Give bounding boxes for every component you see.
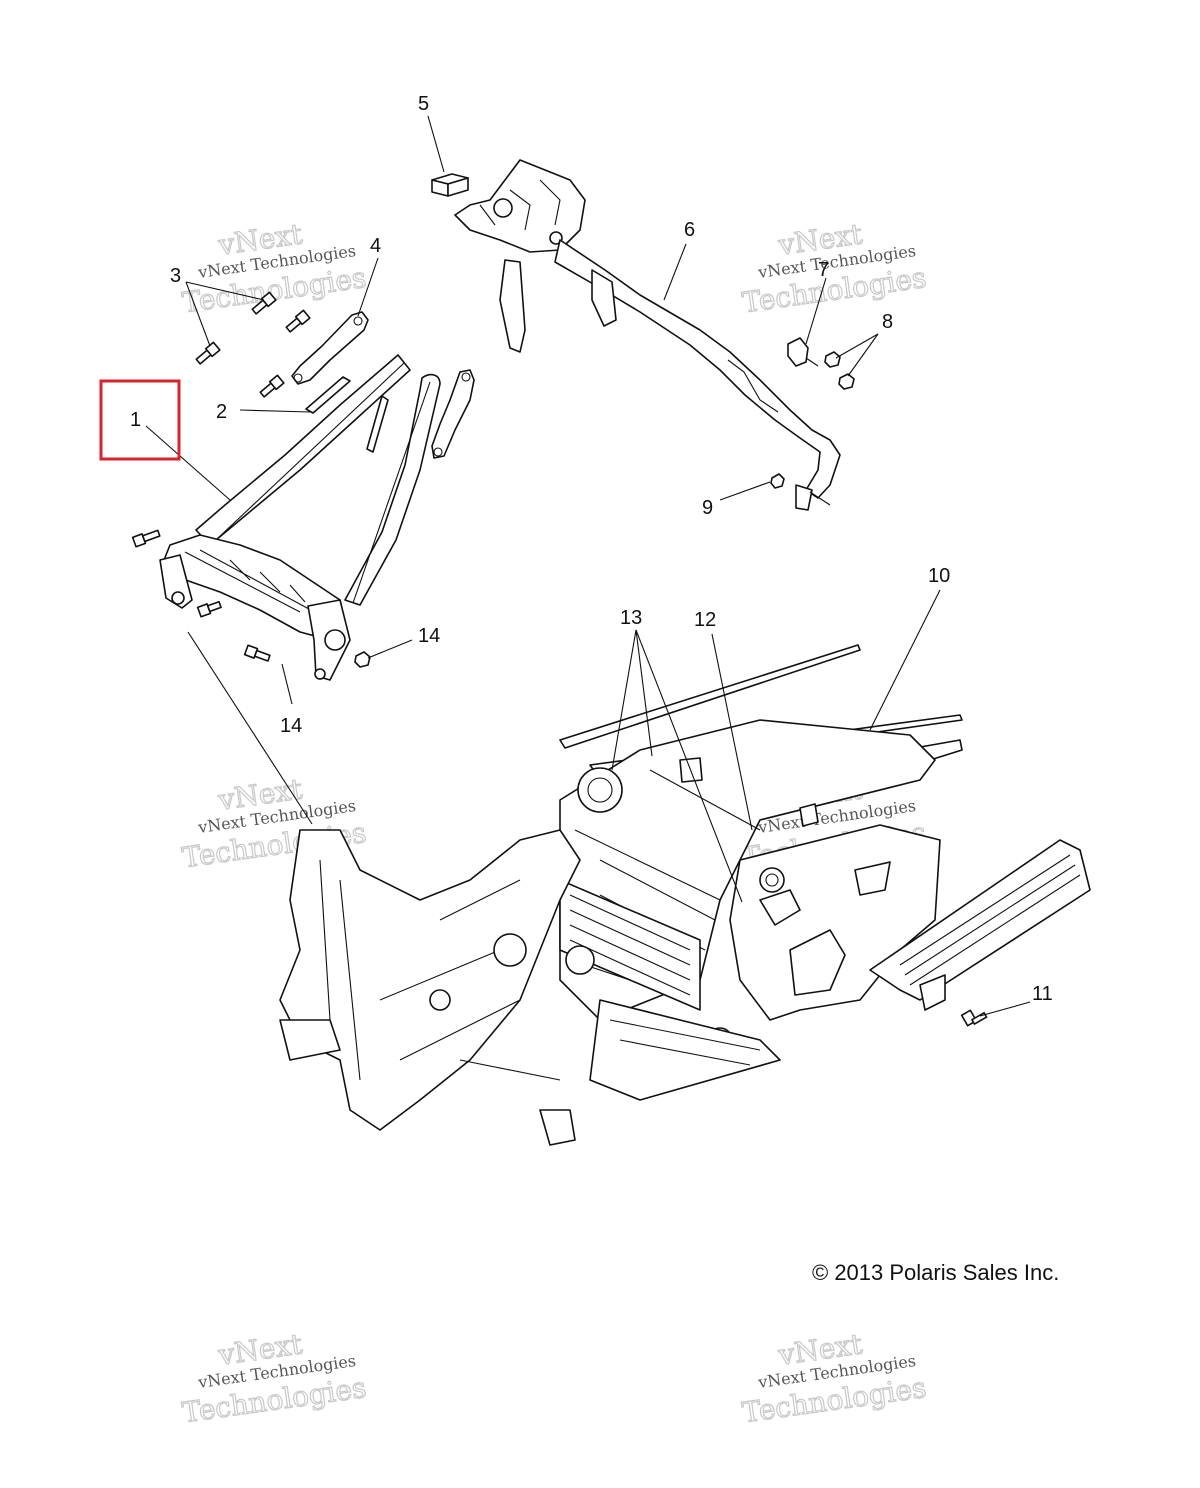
part-2-strip[interactable] <box>305 376 389 453</box>
copyright-text: © 2013 Polaris Sales Inc. <box>812 1260 1059 1285</box>
watermark-top-right: vNext vNext Technologies Technologies <box>740 217 929 320</box>
leader-lines <box>145 115 1031 1017</box>
callout-11[interactable]: 11 <box>1032 983 1053 1005</box>
part-6-steering-post[interactable] <box>454 159 841 511</box>
callout-14-right[interactable]: 14 <box>418 625 440 647</box>
part-5-block[interactable] <box>431 173 469 197</box>
part-9-nut[interactable] <box>770 473 785 489</box>
callout-3[interactable]: 3 <box>170 265 181 287</box>
callout-5[interactable]: 5 <box>418 93 429 115</box>
part-7-clip[interactable] <box>787 337 819 367</box>
callout-labels: 5 3 4 6 7 8 9 2 1 14 14 10 12 13 11 <box>130 93 1053 1005</box>
callout-10[interactable]: 10 <box>928 565 950 587</box>
part-4-strut-link[interactable] <box>291 311 369 385</box>
part-3-bolts[interactable] <box>195 291 311 398</box>
part-1-upper-frame[interactable] <box>159 354 441 681</box>
highlight-box-callout-1 <box>99 379 181 461</box>
callout-6[interactable]: 6 <box>684 219 695 241</box>
callout-1[interactable]: 1 <box>130 409 141 431</box>
watermark-bottom-left: vNext vNext Technologies Technologies <box>180 1327 369 1430</box>
callout-7[interactable]: 7 <box>818 259 829 281</box>
part-8-nuts[interactable] <box>824 351 855 390</box>
part-11-bolt[interactable] <box>960 1009 988 1027</box>
callout-9[interactable]: 9 <box>702 497 713 519</box>
callout-2[interactable]: 2 <box>216 401 227 423</box>
callout-12[interactable]: 12 <box>694 609 716 631</box>
callout-13[interactable]: 13 <box>620 607 642 629</box>
part-14-hardware[interactable] <box>131 528 371 668</box>
watermark-bottom-right: vNext vNext Technologies Technologies <box>740 1327 929 1430</box>
callout-8[interactable]: 8 <box>882 311 893 333</box>
callout-4[interactable]: 4 <box>370 235 381 257</box>
main-chassis[interactable] <box>279 644 1091 1146</box>
part-4-strut-link-b[interactable] <box>431 369 475 459</box>
callout-14-bottom[interactable]: 14 <box>280 715 302 737</box>
